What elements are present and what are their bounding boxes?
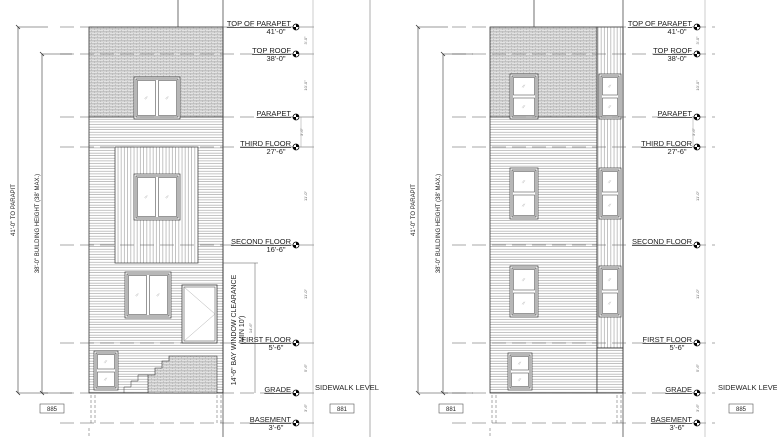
brick-parapet-wall [489, 26, 598, 118]
window [124, 271, 172, 319]
dimension-label: 10'-0" [695, 80, 700, 91]
neighbor-address-box [329, 403, 355, 414]
bay-dimension: 14'-6" [248, 322, 253, 333]
level-name: BASEMENT [250, 415, 292, 424]
level-marker-icon [292, 143, 300, 151]
window [509, 73, 539, 120]
dimension-label: 3'-6" [695, 403, 700, 412]
sidewalk-level-label: SIDEWALK LEVEL [718, 383, 777, 392]
level-elevation: 27'-6" [667, 147, 686, 156]
neighbor-address-box [438, 403, 464, 414]
neighbor-address: 881 [337, 407, 348, 413]
window [507, 352, 533, 391]
window [133, 76, 181, 120]
level-elevation: 41'-0" [667, 27, 686, 36]
level-elevation: 38'-0" [667, 54, 686, 63]
dimension-label: 11'-0" [303, 190, 308, 200]
level-elevation: 5'-6" [269, 343, 284, 352]
level-marker-icon [292, 419, 300, 427]
dimension-label: 11'-0" [303, 288, 308, 298]
overall-dimension-label: 38'-0" BUILDING HEIGHT (38' MAX.) [35, 174, 41, 273]
window [509, 167, 539, 220]
stairs [123, 374, 148, 393]
level-name: BASEMENT [651, 415, 693, 424]
level-marker-icon [693, 113, 701, 121]
dimension-label: 5'-6" [303, 363, 308, 372]
dimension-label: 3'-6" [299, 127, 304, 136]
level-marker-icon [292, 50, 300, 58]
level-name: PARAPET [257, 109, 292, 118]
level-marker-icon [693, 143, 701, 151]
level-name: SECOND FLOOR [632, 237, 693, 246]
dimension-label: 3'-6" [691, 127, 696, 136]
level-name: GRADE [665, 385, 692, 394]
dimension-label: 11'-0" [695, 190, 700, 200]
window [509, 265, 539, 318]
level-name: GRADE [264, 385, 291, 394]
level-marker-icon [693, 339, 701, 347]
level-name: SECOND FLOOR [231, 237, 292, 246]
level-marker-icon [292, 389, 300, 397]
level-marker-icon [693, 419, 701, 427]
level-elevation: 3'-6" [269, 423, 284, 432]
level-marker-icon [292, 23, 300, 31]
bay-clearance-label: 14'-6" BAY WINDOW CLEARANCE [231, 274, 238, 385]
level-name: FIRST FLOOR [643, 335, 693, 344]
level-marker-icon [292, 339, 300, 347]
brick-stair-base [147, 355, 218, 394]
sidewalk-level-label: SIDEWALK LEVEL [315, 383, 379, 392]
level-marker-icon [693, 389, 701, 397]
dimension-label: 11'-0" [695, 288, 700, 298]
level-elevation: 3'-6" [670, 423, 685, 432]
level-name: PARAPET [658, 109, 693, 118]
neighbor-address: 885 [47, 407, 58, 413]
level-elevation: 5'-6" [670, 343, 685, 352]
neighbor-address: 885 [736, 407, 747, 413]
window [598, 265, 622, 318]
neighbor-address-box [728, 403, 754, 414]
overall-dimension-label: 38'-0" BUILDING HEIGHT (38' MAX.) [436, 174, 442, 273]
window [133, 173, 181, 221]
lap-siding-wall [489, 116, 598, 394]
bay-clearance-min: (MIN 10') [239, 316, 246, 345]
level-marker-icon [292, 113, 300, 121]
level-name: TOP OF PARAPET [628, 19, 693, 28]
dimension-label: 3'-6" [303, 403, 308, 412]
dimension-label: 5'-6" [695, 363, 700, 372]
level-name: THIRD FLOOR [641, 139, 692, 148]
overall-dimension-label: 41'-0" TO PARAPIT [411, 184, 417, 236]
dimension-label: 3'-0" [303, 36, 308, 45]
window [598, 73, 622, 120]
level-elevation: 16'-6" [266, 245, 285, 254]
window [93, 350, 119, 391]
dimension-label: 3'-0" [695, 36, 700, 45]
neighbor-address: 881 [446, 407, 457, 413]
entry-door [181, 284, 218, 344]
level-marker-icon [292, 241, 300, 249]
dimension-label: 10'-0" [303, 80, 308, 91]
level-name: TOP ROOF [653, 46, 692, 55]
level-marker-icon [693, 23, 701, 31]
level-elevation: 38'-0" [266, 54, 285, 63]
level-name: FIRST FLOOR [242, 335, 292, 344]
siding-base [596, 347, 624, 394]
window [598, 167, 622, 220]
level-name: THIRD FLOOR [240, 139, 291, 148]
overall-dimension-label: 41'-0" TO PARAPIT [11, 184, 17, 236]
neighbor-address-box [39, 403, 65, 414]
level-marker-icon [693, 241, 701, 249]
level-name: TOP OF PARAPET [227, 19, 292, 28]
level-name: TOP ROOF [252, 46, 291, 55]
level-elevation: 41'-0" [266, 27, 285, 36]
level-marker-icon [693, 50, 701, 58]
level-elevation: 27'-6" [266, 147, 285, 156]
